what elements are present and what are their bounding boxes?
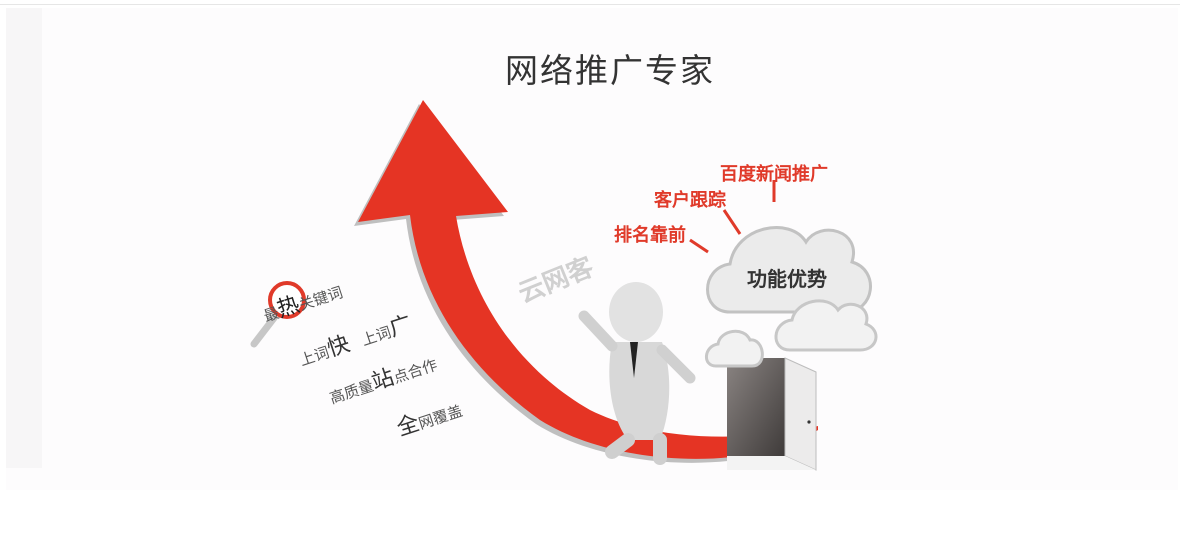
magnifier-icon (250, 281, 306, 348)
arrow-up-icon (354, 100, 818, 463)
door-icon (727, 357, 817, 471)
cloud-icon (705, 299, 878, 368)
cloud-label: 功能优势 (747, 267, 827, 291)
banner-title: 网络推广专家 (505, 51, 715, 90)
feature-customer-tracking: 客户跟踪 (654, 190, 726, 211)
feature-ranking: 排名靠前 (614, 225, 686, 246)
feature-baidu-news: 百度新闻推广 (720, 164, 828, 185)
person-figure-icon (578, 282, 696, 465)
top-divider (0, 4, 1180, 5)
cloud-icon (706, 226, 872, 314)
banner-edge (6, 8, 42, 468)
feature-connectors (689, 180, 776, 254)
promo-banner (6, 8, 1178, 490)
